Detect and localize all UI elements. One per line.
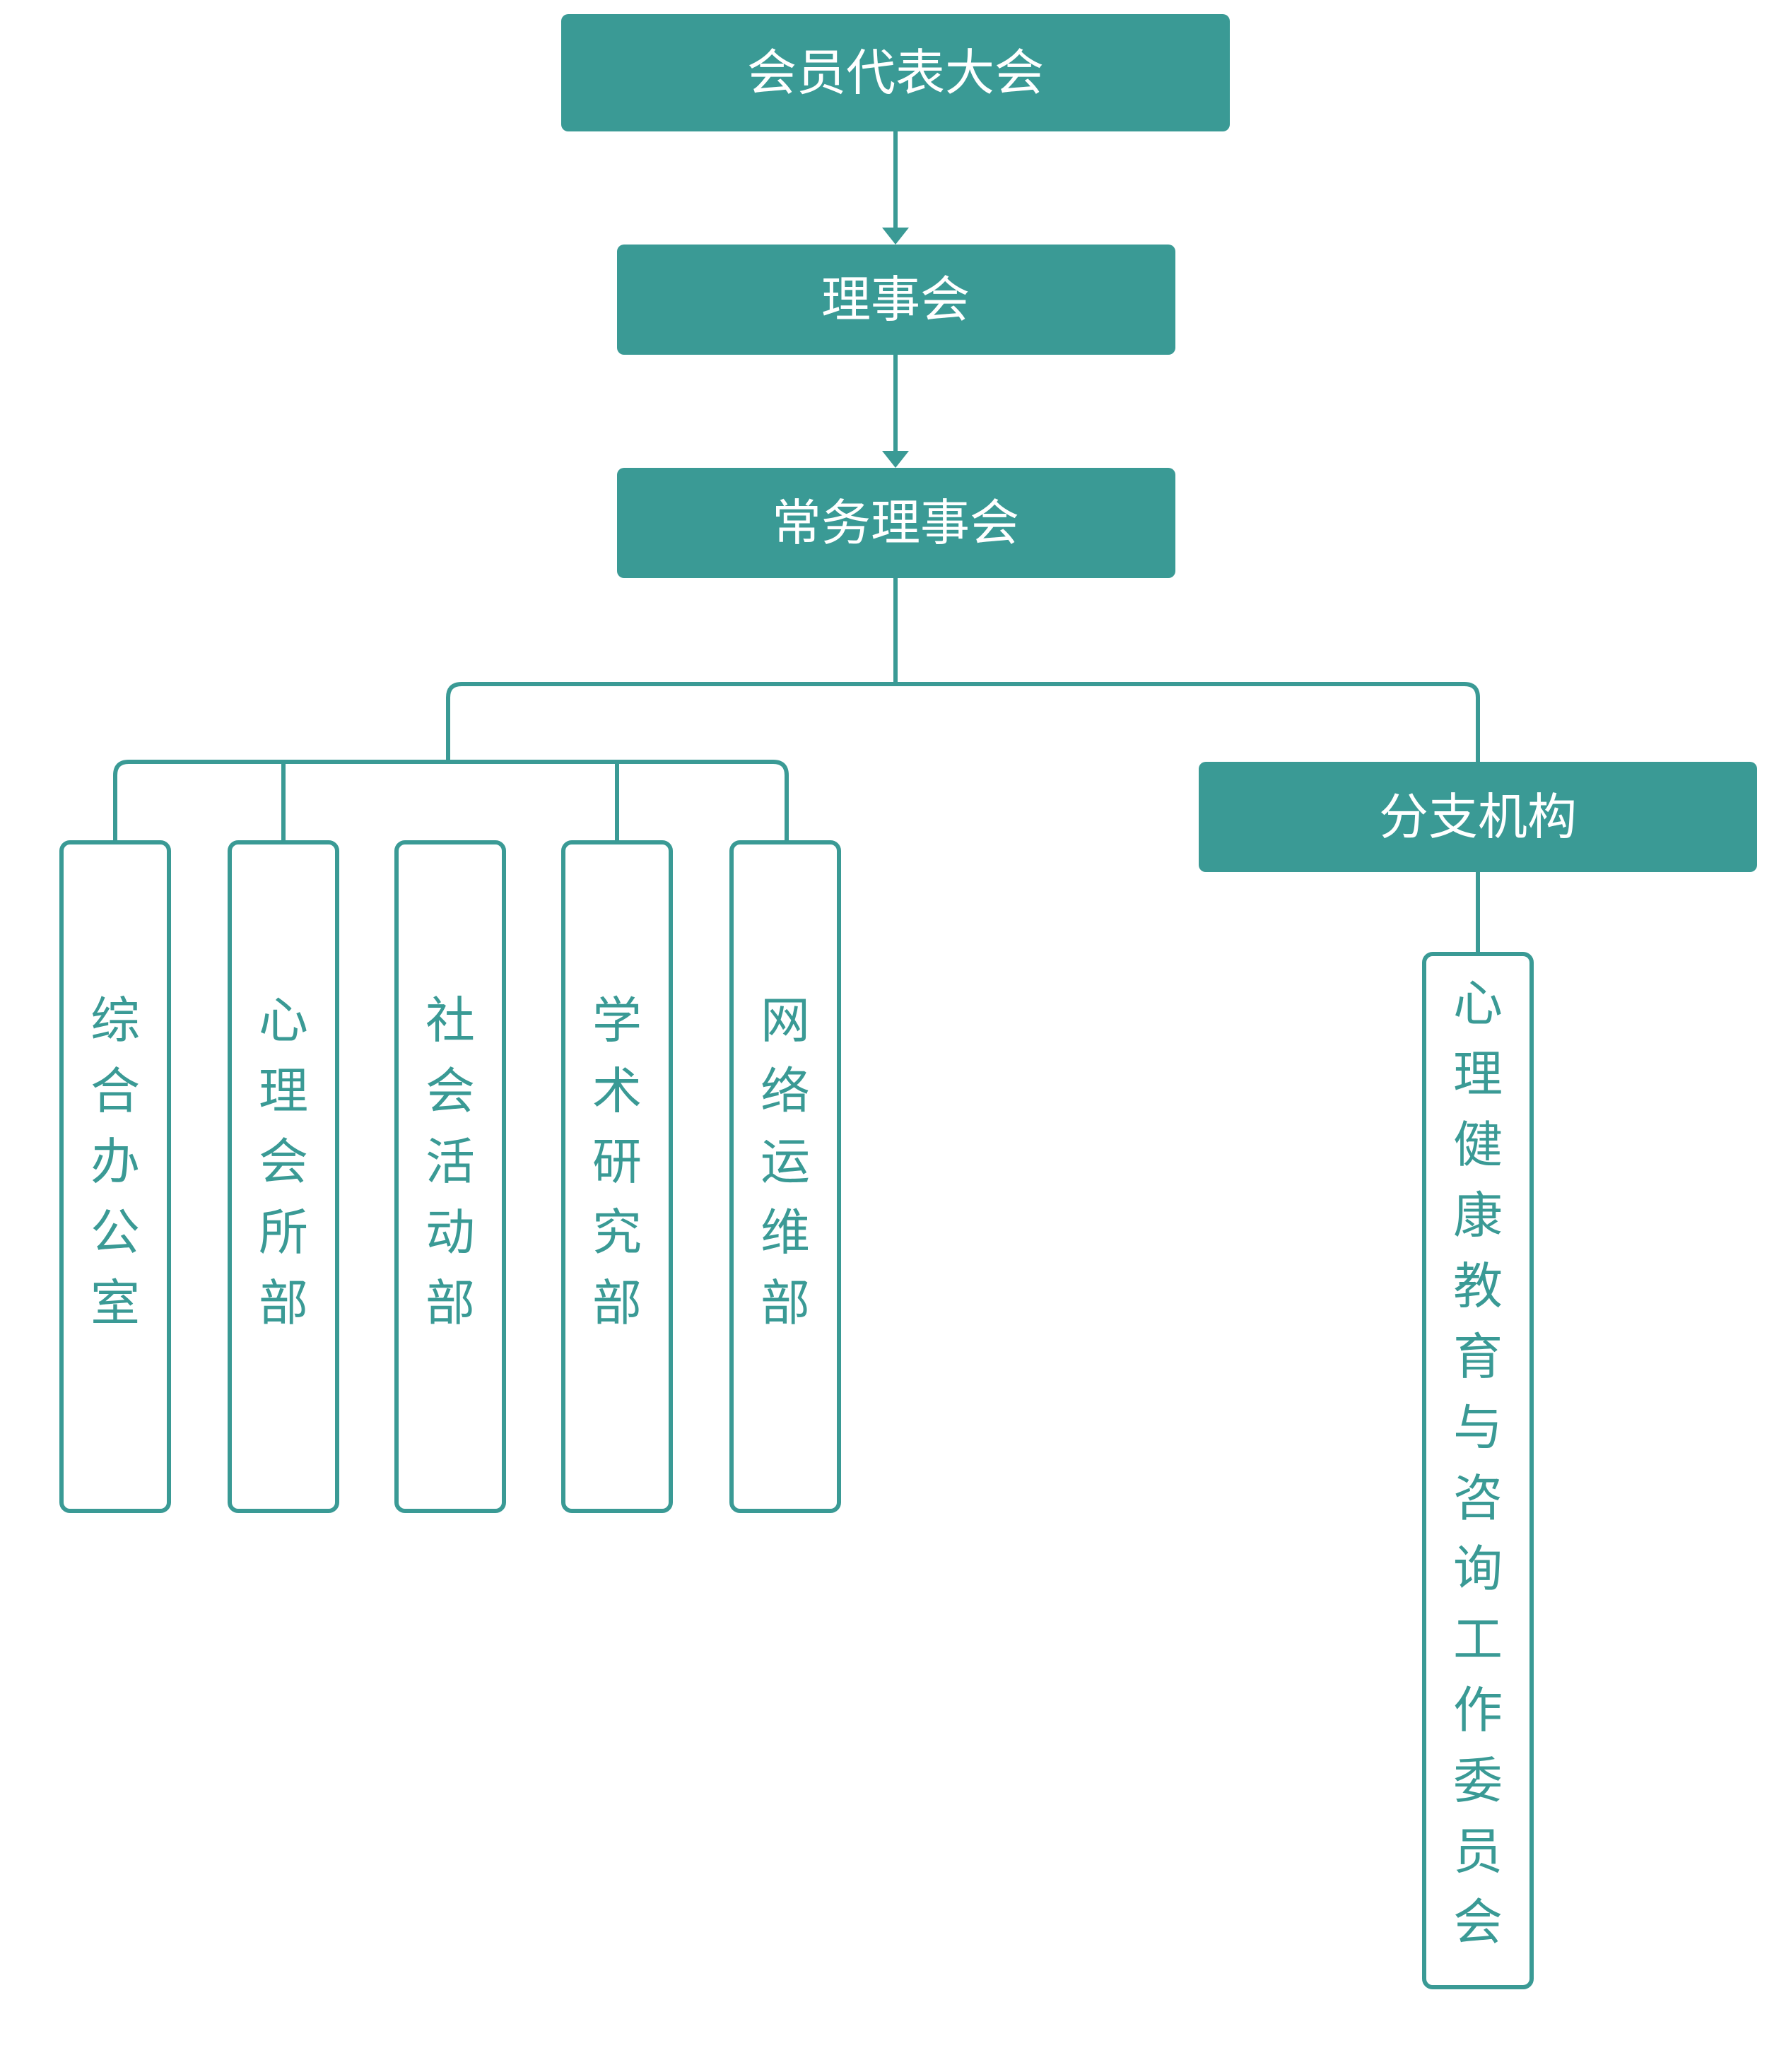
node-council: 理事会: [617, 245, 1175, 355]
label-char: 作: [1453, 1681, 1503, 1739]
label-char: 健: [1453, 1116, 1503, 1174]
node-branch: 分支机构: [1199, 762, 1757, 872]
label-char: 咨: [1453, 1469, 1503, 1527]
label-char: 工: [1453, 1611, 1503, 1668]
label-char: 教: [1453, 1257, 1503, 1315]
node-standing-council-label: 常务理事会: [772, 494, 1019, 552]
label-char: 部: [592, 1274, 642, 1332]
label-char: 网: [761, 991, 810, 1049]
department-label: 网络运维部: [761, 991, 810, 1332]
label-char: 社: [425, 991, 475, 1049]
node-council-box: [617, 245, 1175, 355]
label-char: 活: [425, 1133, 475, 1191]
department-label: 心理会所部: [259, 991, 308, 1332]
label-char: 会: [425, 1062, 475, 1120]
node-standing-council-box: [617, 468, 1175, 578]
node-standing-council: 常务理事会: [617, 468, 1175, 578]
label-char: 术: [592, 1062, 642, 1120]
department-label: 社会活动部: [425, 991, 475, 1332]
label-char: 会: [259, 1133, 308, 1191]
label-char: 动: [425, 1203, 475, 1261]
label-char: 与: [1453, 1399, 1503, 1456]
committee-node: 心理健康教育与咨询工作委员会: [1422, 952, 1534, 1989]
connector-standing-split: [446, 578, 1480, 762]
label-char: 理: [1453, 1045, 1503, 1103]
node-congress-label: 会员代表大会: [747, 44, 1044, 102]
label-char: 委: [1453, 1752, 1503, 1810]
committee-box: [1422, 952, 1534, 1989]
department-node: 心理会所部: [228, 840, 339, 1513]
node-congress: 会员代表大会: [561, 14, 1230, 131]
label-char: 维: [761, 1203, 810, 1261]
label-char: 究: [592, 1203, 642, 1261]
node-branch-label: 分支机构: [1379, 788, 1577, 846]
arrowhead-council: [882, 228, 909, 245]
label-char: 办: [90, 1133, 140, 1191]
label-char: 室: [90, 1274, 140, 1332]
label-char: 询: [1453, 1540, 1503, 1598]
label-char: 会: [1453, 1893, 1503, 1951]
label-char: 综: [90, 991, 140, 1049]
label-char: 公: [90, 1203, 140, 1261]
label-char: 育: [1453, 1328, 1503, 1386]
label-char: 员: [1453, 1823, 1503, 1880]
label-char: 运: [761, 1133, 810, 1191]
department-label: 综合办公室: [90, 991, 140, 1332]
label-char: 研: [592, 1133, 642, 1191]
department-list: 综合办公室 心理会所部 社会活动部 学术研究部 网络运维部: [59, 840, 841, 1513]
label-char: 理: [259, 1062, 308, 1120]
label-char: 部: [425, 1274, 475, 1332]
label-char: 所: [259, 1203, 308, 1261]
department-label: 学术研究部: [592, 991, 642, 1332]
department-box: [729, 840, 841, 1513]
connectors: [113, 131, 1480, 954]
label-char: 心: [259, 991, 308, 1049]
department-node: 综合办公室: [59, 840, 171, 1513]
department-box: [59, 840, 171, 1513]
department-node: 网络运维部: [729, 840, 841, 1513]
node-congress-box: [561, 14, 1230, 131]
arrowhead-standing: [882, 451, 909, 468]
label-char: 合: [90, 1062, 140, 1120]
label-char: 络: [761, 1062, 810, 1120]
department-node: 学术研究部: [561, 840, 673, 1513]
committee-label: 心理健康教育与咨询工作委员会: [1453, 975, 1503, 1951]
label-char: 部: [259, 1274, 308, 1332]
department-node: 社会活动部: [394, 840, 506, 1513]
label-char: 心: [1453, 975, 1503, 1032]
department-box: [394, 840, 506, 1513]
connector-department-bus: [113, 760, 789, 842]
department-box: [561, 840, 673, 1513]
label-char: 部: [761, 1274, 810, 1332]
node-branch-box: [1199, 762, 1757, 872]
label-char: 学: [592, 991, 642, 1049]
label-char: 康: [1453, 1187, 1503, 1244]
department-box: [228, 840, 339, 1513]
node-council-label: 理事会: [821, 271, 970, 329]
